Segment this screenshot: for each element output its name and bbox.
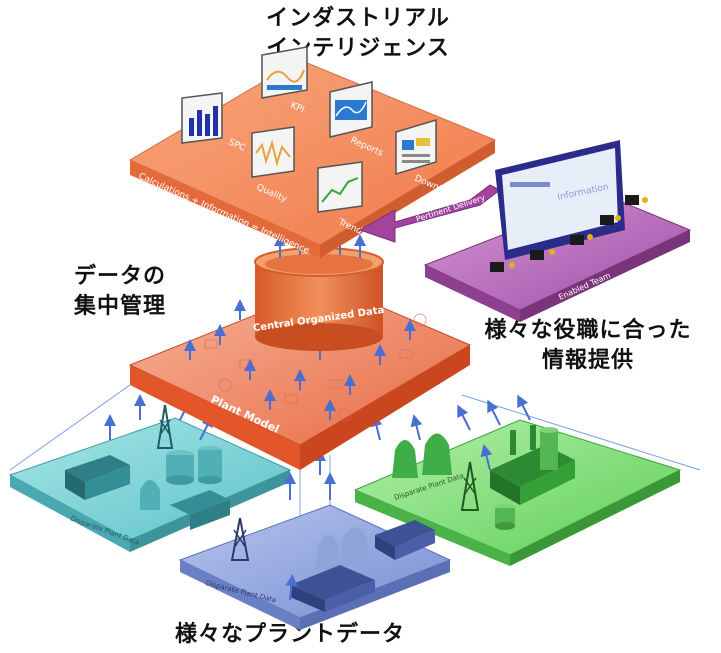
card-spc: SPC [181,92,247,154]
heading-various-plant-data: 様々なプラントデータ [174,622,405,647]
plant-platform-right: Disparate Plant Data [353,419,682,566]
heading-central-management: データの 集中管理 [74,264,167,319]
central-data-cylinder: Central Organized Data [252,247,385,351]
plant-platform-left: Disparate Plant Data [8,404,292,552]
heading-industrial-intelligence: インダストリアル インテリジェンス [266,6,450,61]
plant-platform-front: Disparate Plant Data [178,504,452,630]
card-reports: Reports [329,81,385,159]
plant-model-platform: Plant Model [128,284,472,470]
heading-role-based-info: 様々な役職に合った 情報提供 [484,318,692,373]
top-intelligence-platform: Calculations + Information = Intelligenc… [128,59,497,258]
